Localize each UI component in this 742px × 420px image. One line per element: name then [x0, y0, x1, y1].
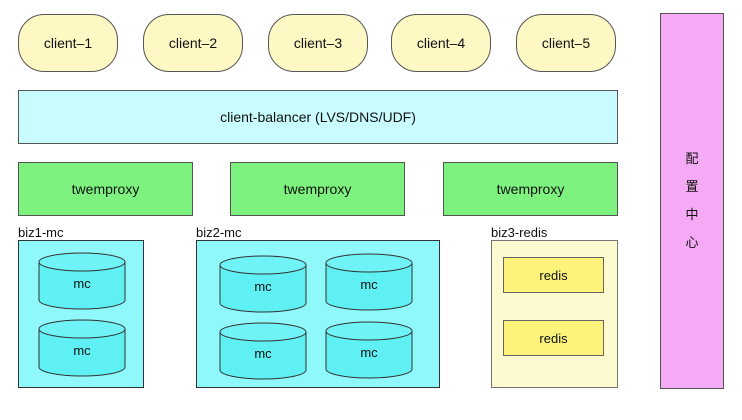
client-node-4: client–4 — [391, 14, 491, 72]
redis-node-1: redis — [503, 257, 604, 293]
config-center-char-1: 配 — [685, 151, 699, 166]
config-center-char-4: 心 — [685, 235, 699, 250]
mc-cylinder-icon — [38, 252, 126, 310]
client-node-5: client–5 — [516, 14, 616, 72]
config-center-char-2: 置 — [685, 179, 699, 194]
mc-cylinder-icon — [325, 253, 413, 311]
redis-node-2: redis — [503, 320, 604, 356]
biz2-group-label: biz2-mc — [196, 225, 242, 240]
client-balancer-box: client-balancer (LVS/DNS/UDF) — [18, 90, 618, 144]
mc-cylinder-icon — [219, 322, 307, 380]
mc-cylinder-icon — [325, 321, 413, 379]
biz3-group-label: biz3-redis — [491, 225, 548, 240]
client-node-1: client–1 — [18, 14, 118, 72]
config-center-char-3: 中 — [685, 207, 699, 222]
mc-cylinder-icon — [219, 255, 307, 313]
biz1-group-label: biz1-mc — [18, 225, 64, 240]
twemproxy-box-3: twemproxy — [443, 162, 618, 216]
config-center-box: 配 置 中 心 — [660, 13, 724, 389]
mc-cylinder-icon — [38, 319, 126, 377]
client-node-2: client–2 — [143, 14, 243, 72]
client-node-3: client–3 — [268, 14, 368, 72]
twemproxy-box-1: twemproxy — [18, 162, 193, 216]
twemproxy-box-2: twemproxy — [230, 162, 405, 216]
